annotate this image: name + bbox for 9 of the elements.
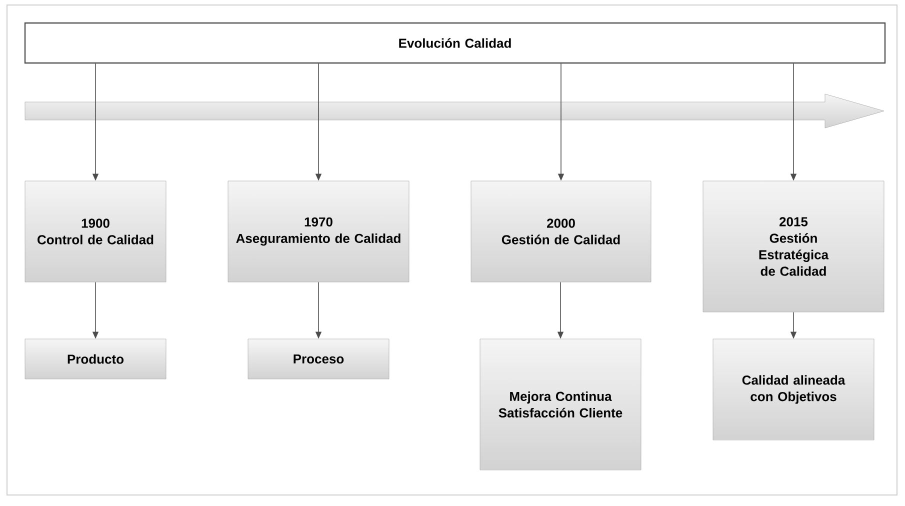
result-box: Mejora Continua Satisfacción Cliente xyxy=(480,338,642,470)
stage-box: 1970 Aseguramiento de Calidad xyxy=(228,180,410,282)
stage-box: 1900 Control de Calidad xyxy=(24,180,166,282)
result-box: Calidad alineada con Objetivos xyxy=(712,338,874,440)
title-box: Evolución Calidad xyxy=(24,22,886,64)
stage-box: 2000 Gestión de Calidad xyxy=(470,180,652,282)
result-box: Proceso xyxy=(248,338,390,380)
stage-box: 2015 Gestión Estratégica de Calidad xyxy=(702,180,884,312)
result-box: Producto xyxy=(24,338,166,380)
